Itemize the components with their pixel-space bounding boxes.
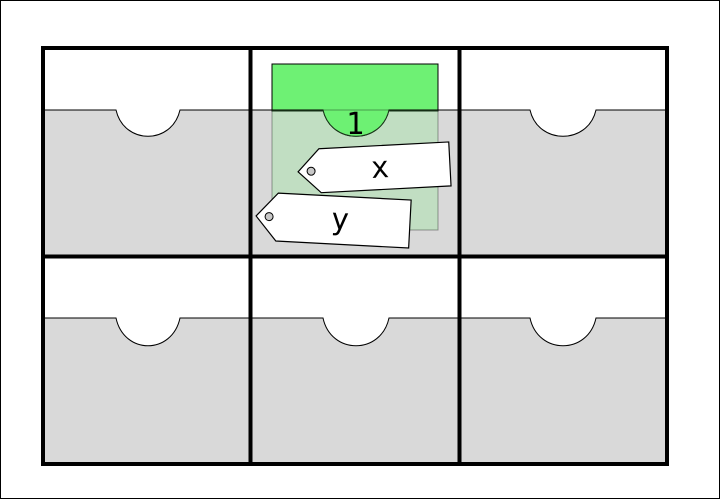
grid-lines [41,46,669,466]
tag-y-hole [264,212,274,222]
tag-y-label: y [330,202,350,238]
tag-y-body [255,192,412,249]
pocket-r1-c3 [459,109,668,257]
tag-x-hole [306,166,316,176]
card-upper [271,63,439,112]
pocket-r2-c3 [459,317,668,465]
card-label: 1 [346,107,364,142]
tag-y: y [255,192,412,249]
tag-x-label: x [370,150,390,186]
pocket-grid [42,109,668,465]
pocket-notch-edge [251,109,459,137]
pocket-r2-c1 [42,317,251,465]
card-notch-visible [323,110,389,137]
tag-x-body [297,141,452,194]
tag-x: x [297,141,452,194]
pocket-r2-c2 [250,317,460,465]
